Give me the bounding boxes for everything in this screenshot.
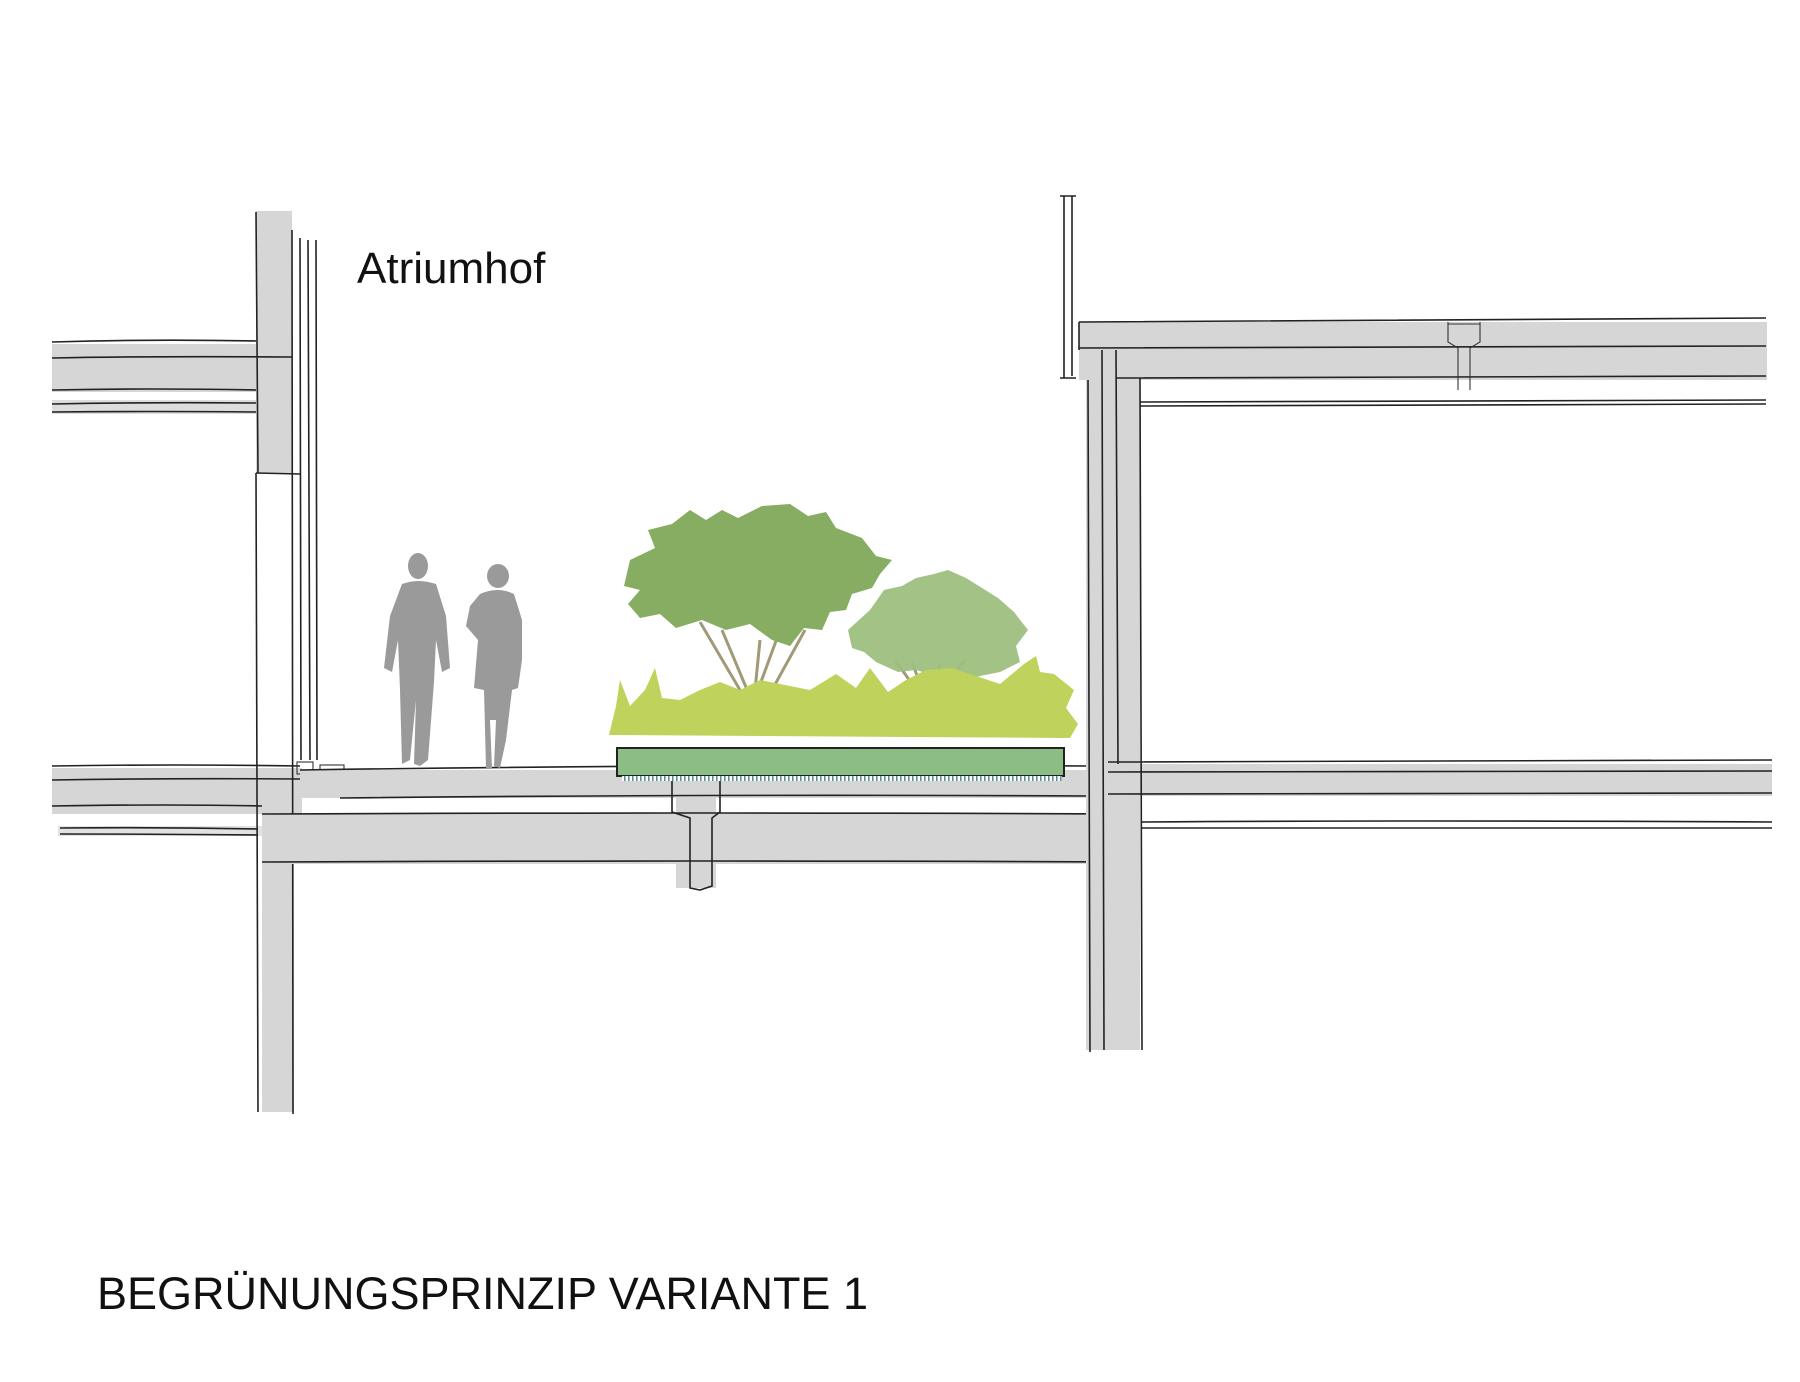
left-building-structure bbox=[51, 211, 345, 1115]
person-woman-silhouette bbox=[466, 564, 522, 768]
planting bbox=[609, 504, 1078, 781]
right-building-structure bbox=[1060, 195, 1773, 1053]
left-column-upper bbox=[256, 211, 292, 473]
right-upper-slab bbox=[1079, 322, 1767, 380]
left-upper-slab bbox=[52, 344, 292, 392]
grass-layer bbox=[609, 656, 1078, 738]
people-silhouettes bbox=[384, 553, 522, 768]
drainage-layer bbox=[622, 776, 1062, 781]
atrium-floor-slab bbox=[261, 764, 1139, 891]
right-floor-slab bbox=[1108, 764, 1772, 796]
person-man-silhouette bbox=[384, 553, 450, 766]
atrium-label: Atriumhof bbox=[357, 244, 546, 293]
left-floor-slab bbox=[52, 768, 302, 814]
downstand-beam bbox=[676, 776, 716, 888]
tree-canopy-small bbox=[848, 570, 1028, 682]
right-column bbox=[1086, 350, 1140, 1050]
planter-box bbox=[616, 747, 1065, 777]
drawing-caption: BEGRÜNUNGSPRINZIP VARIANTE 1 bbox=[97, 1268, 868, 1319]
tree-canopy-large bbox=[624, 504, 892, 646]
left-column-lower bbox=[262, 840, 294, 1112]
